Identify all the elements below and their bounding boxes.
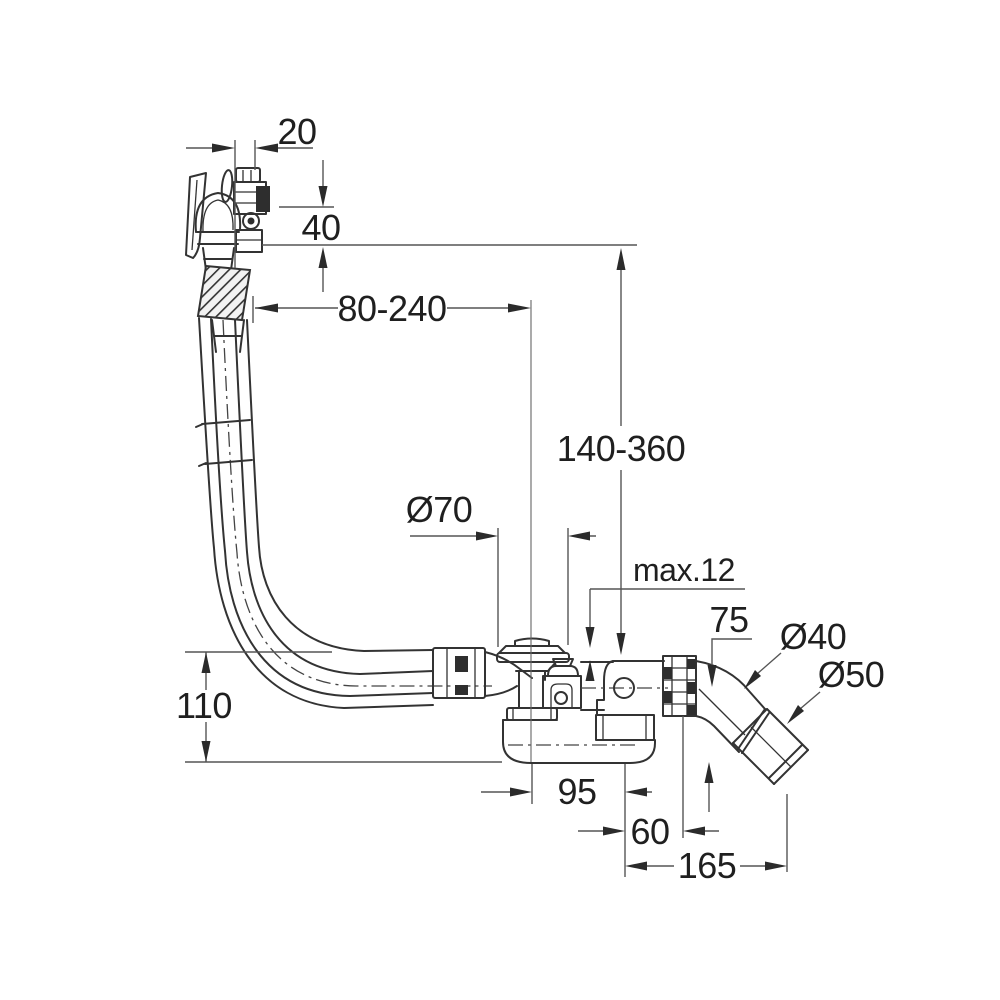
dim-label-165: 165 [678, 845, 737, 886]
dim-label-75: 75 [709, 599, 748, 640]
thread-hatch [196, 264, 252, 353]
dim-label-60: 60 [630, 811, 669, 852]
dim-140-360 [616, 248, 626, 655]
dim-60 [578, 716, 719, 838]
dim-110 [185, 651, 502, 763]
dim-dia50 [787, 691, 821, 724]
overflow-filler-head [185, 167, 270, 271]
trap [502, 707, 656, 764]
dim-40 [262, 160, 637, 292]
outlet-pipe [695, 660, 809, 785]
dimension-labels: 20 40 80-240 140-360 Ø70 max.12 75 Ø40 Ø… [176, 111, 885, 886]
dim-label-dia70: Ø70 [406, 489, 473, 530]
inlet-nut [432, 647, 533, 699]
dim-label-95: 95 [557, 771, 596, 812]
dim-label-dia40: Ø40 [780, 616, 847, 657]
dim-label-80-240: 80-240 [337, 288, 446, 329]
waste-mechanism [542, 658, 582, 709]
dim-label-max12: max.12 [633, 552, 735, 588]
dim-label-40: 40 [301, 207, 340, 248]
dim-label-140-360: 140-360 [557, 428, 686, 469]
dim-165 [625, 794, 788, 872]
dim-75 [704, 638, 752, 812]
dim-label-110: 110 [176, 685, 232, 726]
elbow [580, 660, 668, 741]
dim-max12 [585, 588, 745, 681]
dim-20 [186, 140, 313, 268]
dim-dia40 [744, 652, 782, 689]
dim-label-20: 20 [277, 111, 316, 152]
dim-95 [481, 764, 652, 877]
outlet-nut [662, 655, 697, 717]
hose-connector-band [195, 419, 253, 467]
dim-label-dia50: Ø50 [818, 654, 885, 695]
waste-flange [496, 637, 570, 709]
dim-80-240 [252, 296, 532, 762]
hose-bundle [195, 317, 492, 709]
dim-dia70 [410, 528, 596, 647]
